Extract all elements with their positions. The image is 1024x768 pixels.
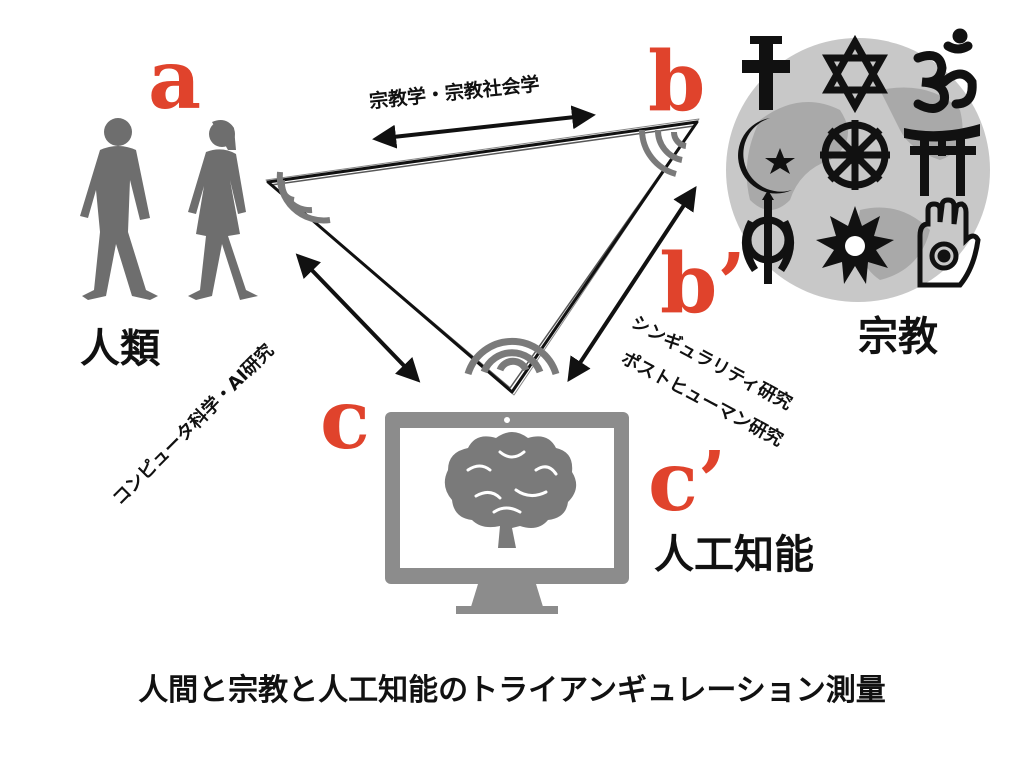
label-a: a [148, 32, 201, 128]
woman-silhouette [188, 120, 258, 300]
label-religion: 宗教 [858, 314, 938, 360]
signal-arcs-c [464, 338, 560, 376]
brain-icon [444, 432, 577, 548]
star-of-david-icon [822, 34, 888, 114]
nine-pointed-star-icon [816, 206, 894, 284]
label-humans: 人類 [80, 326, 161, 372]
label-ai: 人工知能 [654, 532, 814, 578]
people-walking-icon [80, 118, 258, 300]
label-c: c [320, 372, 370, 468]
khanda-icon [741, 190, 795, 284]
label-b: b [648, 34, 705, 130]
man-silhouette [80, 118, 158, 300]
om-icon [913, 28, 977, 113]
signal-arcs-b [639, 129, 687, 177]
torii-icon [904, 124, 980, 196]
arrow-ac [295, 253, 421, 383]
label-b-prime: b’ [660, 236, 746, 332]
edge-label-ab: 宗教学・宗教社会学 [368, 72, 540, 113]
arrow-ab [372, 105, 596, 149]
cross-icon [742, 36, 790, 110]
dharma-wheel-icon [820, 120, 890, 190]
religion-symbols-group [726, 28, 990, 302]
label-c-prime: c’ [648, 434, 726, 530]
signal-arcs-a [276, 171, 331, 224]
crescent-star-icon [738, 118, 795, 194]
jain-hand-icon [917, 197, 981, 288]
arrow-bc [567, 185, 697, 383]
caption: 人間と宗教と人工知能のトライアンギュレーション測量 [138, 673, 886, 708]
